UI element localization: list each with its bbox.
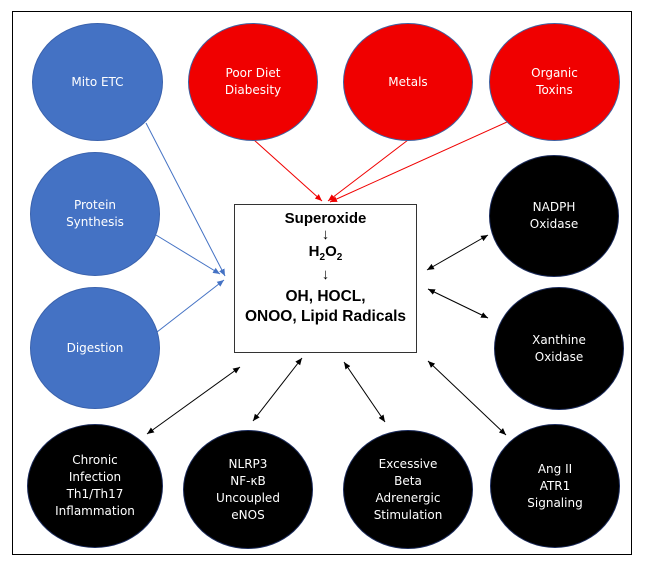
node-label: Metals bbox=[388, 74, 428, 89]
down-arrow-icon: ↓ bbox=[321, 266, 330, 283]
radicals-label: OH, HOCL, ONOO, Lipid Radicals bbox=[235, 287, 416, 327]
link-protein-to-center bbox=[155, 234, 221, 275]
link-chronic-center bbox=[146, 366, 241, 435]
h-label: H bbox=[308, 243, 320, 260]
node-label: Chronic Infection Th1/Th17 Inflammation bbox=[55, 453, 135, 518]
node-label: Poor Diet Diabesity bbox=[224, 66, 282, 97]
superoxide-label: Superoxide bbox=[284, 210, 367, 227]
node-label: Xanthine Oxidase bbox=[532, 332, 586, 364]
node-digestion: Digestion bbox=[30, 287, 160, 409]
subscript-2: 2 bbox=[319, 252, 326, 263]
ros-cascade-box: Superoxide ↓ H2O2 ↓ OH, HOCL, ONOO, Lipi… bbox=[234, 204, 417, 353]
node-label: NADPH Oxidase bbox=[529, 200, 579, 231]
node-ang-ii: Ang II ATR1 Signaling bbox=[490, 424, 620, 548]
node-xanthine-oxidase: Xanthine Oxidase bbox=[494, 287, 624, 410]
node-label: Ang II ATR1 Signaling bbox=[527, 461, 583, 510]
node-nadph-oxidase: NADPH Oxidase bbox=[489, 155, 619, 277]
link-digestion-to-center bbox=[156, 279, 225, 333]
link-nlrp3-center bbox=[252, 357, 303, 422]
node-protein-synthesis: Protein Synthesis bbox=[30, 152, 160, 276]
node-nlrp3: NLRP3 NF-κB Uncoupled eNOS bbox=[183, 430, 313, 549]
o-label: O bbox=[325, 243, 337, 260]
down-arrow-icon: ↓ bbox=[321, 226, 330, 243]
node-label: Organic Toxins bbox=[531, 66, 578, 97]
link-mito-to-center bbox=[145, 122, 226, 277]
radicals-line-2: ONOO, Lipid Radicals bbox=[244, 308, 407, 325]
node-chronic-infection: Chronic Infection Th1/Th17 Inflammation bbox=[27, 424, 163, 548]
node-label: Mito ETC bbox=[71, 74, 124, 89]
link-metals-to-center bbox=[327, 139, 409, 202]
node-mito-etc: Mito ETC bbox=[32, 23, 163, 141]
link-ang-center bbox=[427, 360, 507, 436]
node-excessive-beta: Excessive Beta Adrenergic Stimulation bbox=[343, 430, 473, 549]
link-xanthine-center bbox=[427, 288, 489, 319]
node-label: Protein Synthesis bbox=[66, 198, 124, 229]
node-label: NLRP3 NF-κB Uncoupled eNOS bbox=[216, 456, 280, 522]
subscript-2: 2 bbox=[336, 252, 343, 263]
node-poor-diet-diabesity: Poor Diet Diabesity bbox=[188, 23, 318, 141]
link-beta-center bbox=[343, 361, 386, 423]
h2o2-label: H2O2 bbox=[235, 243, 416, 267]
node-organic-toxins: Organic Toxins bbox=[489, 23, 620, 141]
node-label: Excessive Beta Adrenergic Stimulation bbox=[373, 456, 443, 522]
link-toxins-to-center bbox=[329, 121, 508, 203]
node-metals: Metals bbox=[343, 23, 473, 141]
link-nadph-center bbox=[426, 234, 489, 271]
node-label: Digestion bbox=[66, 340, 124, 355]
link-diet-to-center bbox=[252, 138, 323, 202]
radicals-line-1: OH, HOCL, bbox=[285, 288, 366, 305]
